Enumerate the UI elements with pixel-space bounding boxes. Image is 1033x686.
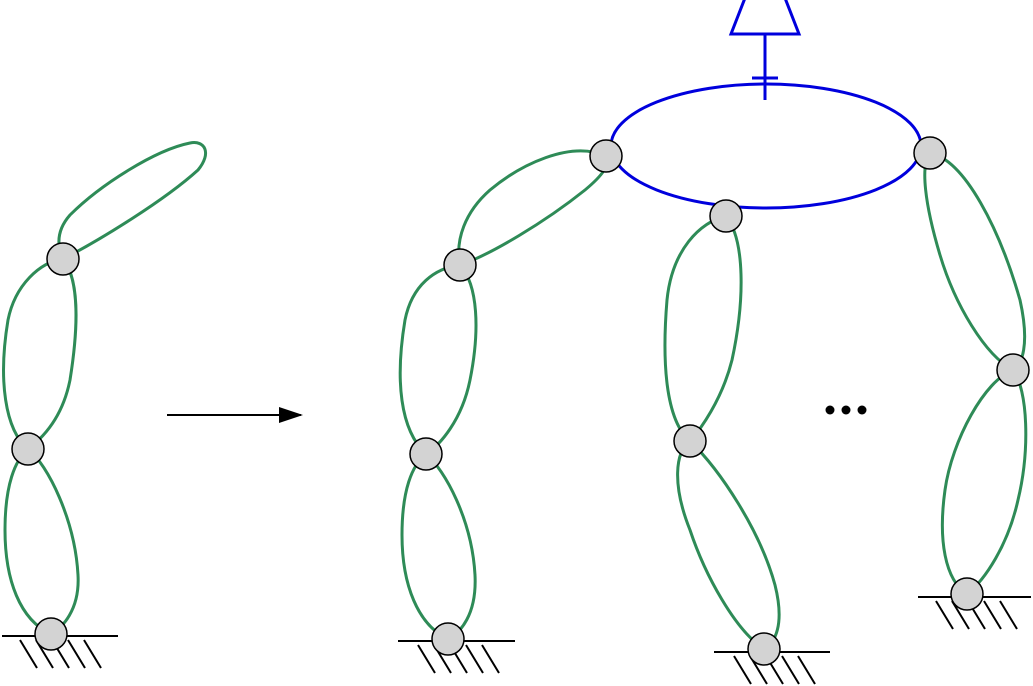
joint [409,437,443,471]
joint [443,248,477,282]
link-middle [2,257,78,451]
joint [996,353,1030,387]
joint [747,632,781,666]
ellipsis-icon [825,405,867,415]
leg-2 [663,199,830,685]
link [457,149,609,267]
platform-ellipse [609,82,923,210]
parallel-mechanism [398,0,1031,685]
platform [609,0,923,210]
link [663,214,743,444]
joint [589,139,623,173]
link-lower [3,447,80,636]
joint [709,199,743,233]
link [400,452,477,641]
joint [34,617,68,651]
triangle-icon [728,0,802,36]
link [923,151,1027,372]
single-leg-chain [2,141,208,669]
joint [11,432,45,466]
joint [46,242,80,276]
link [676,439,781,651]
link-upper [57,141,208,262]
joint [673,424,707,458]
link [940,368,1028,596]
joint [913,136,947,170]
leg-1 [398,139,623,674]
joint [950,577,984,611]
joint [431,622,465,656]
leg-3 [913,136,1031,630]
link [398,263,478,456]
